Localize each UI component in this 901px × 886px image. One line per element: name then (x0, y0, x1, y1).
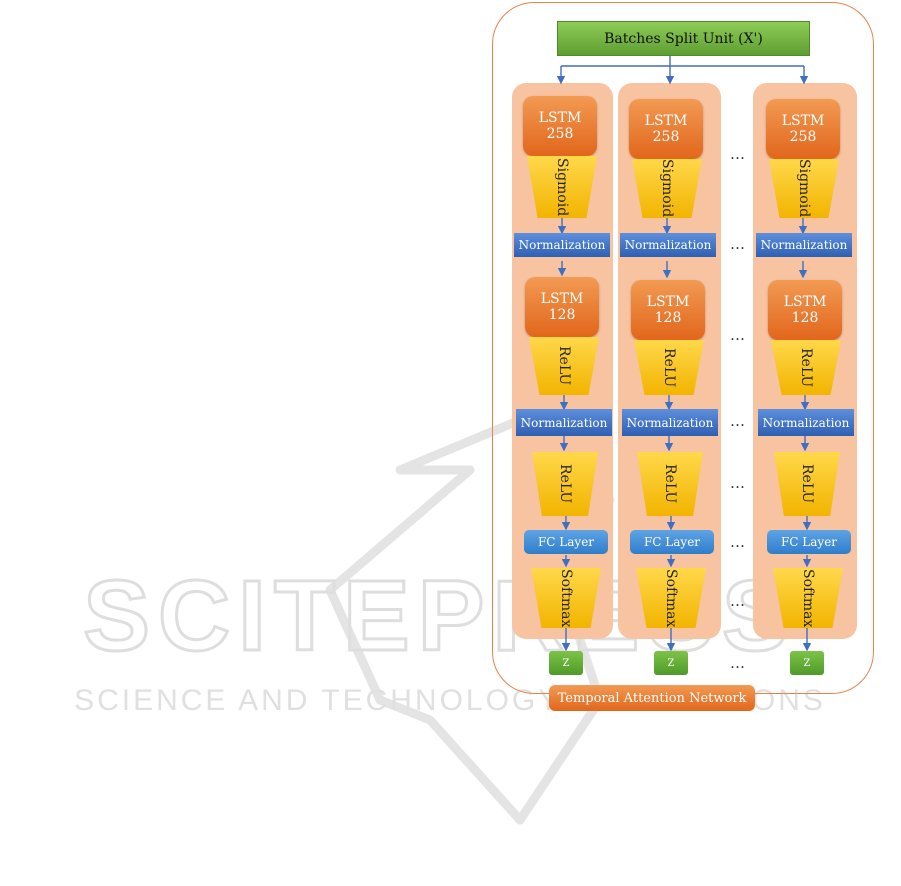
lstm-label: LSTM (781, 113, 825, 129)
lstm-label: LSTM (644, 113, 688, 129)
lstm-units: 258 (546, 126, 574, 142)
lstm-units: 128 (548, 307, 576, 323)
normalization-box: Normalization (514, 233, 610, 257)
fc-layer-box: FC Layer (630, 530, 714, 554)
lstm-units: 128 (791, 310, 819, 326)
lstm-128-box: LSTM 128 (631, 280, 705, 340)
relu-block: ReLU (532, 452, 598, 516)
ellipsis: … (730, 326, 746, 344)
ellipsis: … (730, 145, 746, 163)
lstm-units: 128 (654, 310, 682, 326)
lstm-units: 258 (652, 129, 680, 145)
lstm-128-box: LSTM 128 (768, 280, 842, 340)
sigmoid-block: Sigmoid (527, 156, 597, 218)
ellipsis: … (730, 412, 746, 430)
sigmoid-block: Sigmoid (632, 159, 702, 218)
lstm-258-box: LSTM 258 (523, 96, 597, 156)
relu-block: ReLU (637, 452, 703, 516)
relu-block: ReLU (634, 340, 704, 395)
ellipsis: … (730, 474, 746, 492)
ellipsis: … (730, 654, 746, 672)
relu-block: ReLU (774, 452, 840, 516)
lstm-label: LSTM (538, 110, 582, 126)
output-z: Z (654, 651, 688, 675)
lstm-258-box: LSTM 258 (766, 99, 840, 159)
lstm-label: LSTM (540, 291, 584, 307)
sigmoid-block: Sigmoid (769, 159, 839, 218)
fc-layer-box: FC Layer (767, 530, 851, 554)
relu-block: ReLU (771, 340, 841, 395)
normalization-box: Normalization (516, 409, 612, 436)
lstm-258-box: LSTM 258 (629, 99, 703, 159)
softmax-block: Softmax (531, 568, 601, 628)
output-z: Z (790, 651, 824, 675)
output-z: Z (549, 651, 583, 675)
fc-layer-box: FC Layer (524, 530, 608, 554)
normalization-box: Normalization (622, 409, 718, 436)
batches-split-unit: Batches Split Unit (X') (557, 21, 810, 56)
lstm-label: LSTM (646, 294, 690, 310)
normalization-box: Normalization (756, 233, 852, 257)
normalization-box: Normalization (620, 233, 716, 257)
softmax-block: Softmax (773, 568, 843, 628)
lstm-label: LSTM (783, 294, 827, 310)
normalization-box: Normalization (758, 409, 854, 436)
ellipsis: … (730, 235, 746, 253)
ellipsis: … (730, 592, 746, 610)
ellipsis: … (730, 533, 746, 551)
relu-block: ReLU (529, 337, 599, 395)
lstm-128-box: LSTM 128 (525, 277, 599, 337)
lstm-units: 258 (789, 129, 817, 145)
temporal-attention-network-label: Temporal Attention Network (549, 685, 755, 711)
softmax-block: Softmax (636, 568, 706, 628)
